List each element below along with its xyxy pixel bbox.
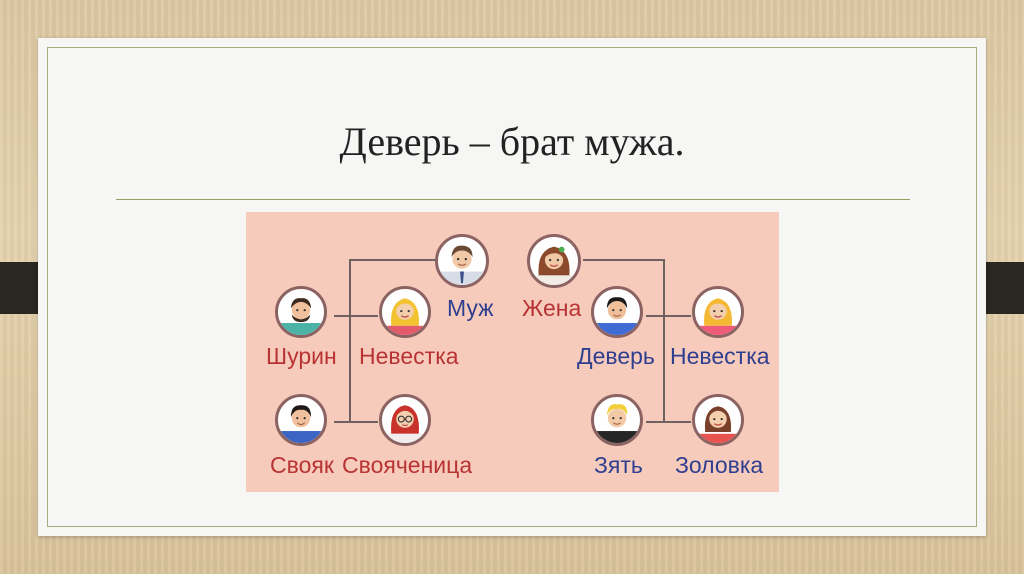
man-icon bbox=[594, 297, 640, 335]
woman-blonde-icon bbox=[382, 298, 428, 335]
man-icon bbox=[278, 405, 324, 443]
connector-shurin bbox=[334, 315, 378, 317]
woman-icon bbox=[530, 246, 578, 285]
label-zolovka: Золовка bbox=[675, 452, 764, 478]
label-muzh: Муж bbox=[447, 295, 494, 321]
family-relations-diagram: Муж Жена bbox=[246, 212, 779, 492]
label-zhena: Жена bbox=[522, 295, 582, 321]
avatar-zolovka bbox=[692, 394, 744, 446]
label-svoyak: Свояк bbox=[270, 452, 334, 478]
woman-icon bbox=[695, 406, 741, 443]
avatar-zhena bbox=[527, 234, 581, 288]
man-blond-icon bbox=[594, 404, 640, 443]
slide-title: Деверь – брат мужа. bbox=[339, 119, 685, 164]
avatar-dever bbox=[591, 286, 643, 338]
avatar-shurin bbox=[275, 286, 327, 338]
connector-zhena-top bbox=[583, 259, 665, 261]
man-icon bbox=[438, 245, 486, 285]
avatar-zyat bbox=[591, 394, 643, 446]
label-svoyachenitsa: Свояченица bbox=[342, 452, 473, 478]
label-dever: Деверь bbox=[577, 343, 655, 369]
connector-zhena-vertical bbox=[663, 259, 665, 421]
woman-glasses-icon bbox=[382, 405, 428, 443]
avatar-svoyak bbox=[275, 394, 327, 446]
avatar-svoyachenitsa bbox=[379, 394, 431, 446]
label-nevestka-right: Невестка bbox=[670, 343, 770, 369]
avatar-nevestka-right bbox=[692, 286, 744, 338]
slide-frame bbox=[47, 47, 977, 527]
connector-muzh-top bbox=[349, 259, 436, 261]
label-nevestka-left: Невестка bbox=[359, 343, 459, 369]
connector-muzh-vertical bbox=[349, 259, 351, 421]
woman-blonde-icon bbox=[695, 298, 741, 335]
avatar-nevestka-left bbox=[379, 286, 431, 338]
slide: Деверь – брат мужа. Муж bbox=[38, 38, 986, 536]
man-beard-icon bbox=[278, 298, 324, 335]
label-zyat: Зять bbox=[594, 452, 643, 478]
connector-svoyak bbox=[334, 421, 378, 423]
connector-dever bbox=[646, 315, 691, 317]
title-divider bbox=[116, 199, 910, 200]
connector-zyat bbox=[646, 421, 691, 423]
avatar-muzh bbox=[435, 234, 489, 288]
label-shurin: Шурин bbox=[266, 343, 337, 369]
